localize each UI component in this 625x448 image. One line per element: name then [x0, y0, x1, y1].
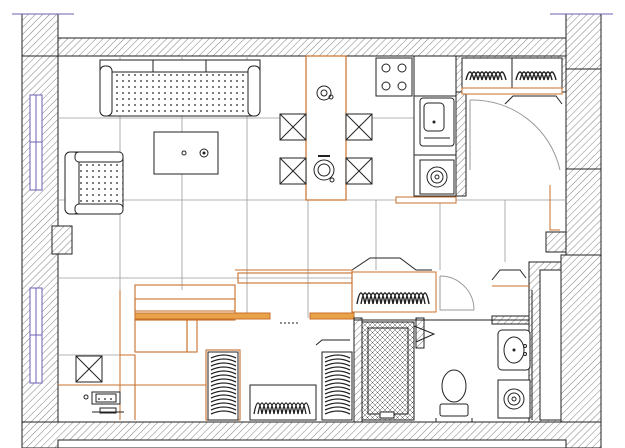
wardrobe-rack-right: [321, 351, 353, 421]
wall-top-right-pier: [565, 13, 602, 70]
desk: [58, 290, 124, 420]
windows: [12, 13, 613, 384]
hall-trim: [549, 185, 560, 231]
wall-right-upper: [565, 68, 602, 170]
door-middle: [439, 269, 530, 311]
cooktop: [375, 57, 413, 97]
wall-right-mid: [565, 168, 602, 256]
washing-machine: [497, 379, 531, 419]
dining-table: [305, 55, 347, 201]
walls: [21, 13, 602, 448]
wall-right-lower: [560, 254, 602, 427]
coffee-table: [153, 131, 219, 175]
wardrobe-rack-middle: [351, 257, 437, 313]
hall-door-swing: [469, 99, 561, 171]
wardrobe-rack-left: [207, 351, 239, 421]
wall-top: [57, 37, 567, 57]
washbasin: [497, 329, 531, 371]
landing-edge-right: [309, 312, 355, 320]
wardrobe-rack-bottom: [249, 384, 317, 421]
pier-left: [51, 225, 73, 255]
sofa: [99, 59, 261, 117]
kitchen-sink: [419, 97, 455, 147]
dining-chairs: [279, 113, 373, 185]
landing-edge-left: [134, 312, 271, 320]
upper-storage-rack: [461, 57, 563, 105]
stair-landing: [120, 269, 353, 421]
toilet: [435, 369, 473, 423]
armchair: [64, 151, 124, 215]
kitchen-threshold: [395, 196, 457, 204]
shower-tray: [361, 321, 436, 421]
wall-top-left-pier: [21, 13, 59, 57]
pier-right: [545, 231, 567, 253]
oven: [419, 159, 455, 195]
